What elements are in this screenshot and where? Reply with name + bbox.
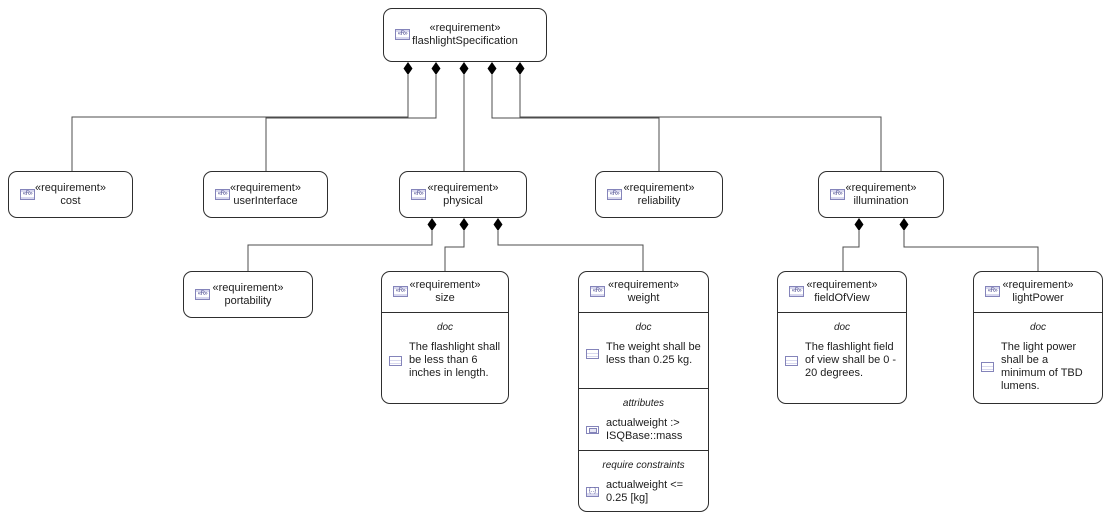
composition-edge-lightpower[interactable] [903, 231, 1039, 271]
stereotype-label: «requirement» [623, 181, 695, 194]
composition-edge-reliability[interactable] [491, 75, 660, 171]
requirement-node-weight[interactable]: «R» «requirement» weight doc The weight … [578, 271, 709, 512]
doc-text: The light power shall be a minimum of TB… [1001, 341, 1083, 392]
composition-diamond-icon [431, 62, 441, 75]
composition-edge-fieldofview[interactable] [842, 231, 860, 271]
doc-compartment: doc The weight shall be less than 0.25 k… [579, 313, 708, 388]
composition-diamond-icon [493, 218, 503, 231]
requirement-node-cost[interactable]: «R» «requirement» cost [8, 171, 133, 218]
stereotype-label: «requirement» [212, 281, 284, 294]
requirement-node-reliability[interactable]: «R» «requirement» reliability [595, 171, 723, 218]
attributes-compartment: attributes actualweight :> ISQBase::mass [579, 388, 708, 450]
requirement-icon: «R» [393, 286, 408, 297]
constraint-icon: {..} [586, 487, 599, 497]
compartment-label: doc [635, 322, 652, 333]
stereotype-label: «requirement» [1002, 279, 1074, 291]
constraint-text: actualweight <= 0.25 [kg] [606, 479, 684, 504]
composition-diamond-icon [487, 62, 497, 75]
doc-icon [389, 355, 402, 366]
composition-diamond-icon [459, 218, 469, 231]
stereotype-label: «requirement» [608, 279, 679, 291]
stereotype-label: «requirement» [427, 181, 499, 194]
node-name: fieldOfView [814, 292, 870, 304]
requirement-icon: «R» [395, 29, 410, 40]
composition-diamond-icon [515, 62, 525, 75]
attribute-icon [586, 426, 599, 434]
compartment-label: doc [1029, 322, 1047, 333]
requirement-node-flashlightspecification[interactable]: «R» «requirement» flashlightSpecificatio… [383, 8, 547, 62]
composition-diamond-icon [459, 62, 469, 75]
composition-edge-userinterface[interactable] [265, 75, 437, 171]
requirement-node-portability[interactable]: «R» «requirement» portability [183, 271, 313, 318]
stereotype-label: «requirement» [409, 279, 481, 291]
requirement-icon: «R» [20, 188, 35, 200]
composition-diamond-icon [854, 218, 864, 231]
doc-text: The flashlight field of view shall be 0 … [805, 341, 897, 379]
stereotype-label: «requirement» [806, 279, 878, 291]
node-name: physical [443, 194, 483, 207]
composition-diamond-icon [427, 218, 437, 231]
attribute-text: actualweight :> ISQBase::mass [606, 417, 683, 442]
requirement-icon: «R» [985, 286, 1000, 297]
composition-edge-cost[interactable] [71, 75, 409, 171]
node-name: reliability [637, 194, 681, 207]
compartment-label: attributes [622, 398, 665, 409]
doc-icon [586, 349, 599, 359]
requirement-node-physical[interactable]: «R» «requirement» physical [399, 171, 527, 218]
require-constraints-compartment: require constraints {..} actualweight <=… [579, 450, 708, 505]
doc-icon [981, 362, 994, 372]
node-name: weight [627, 292, 660, 304]
doc-compartment: doc The flashlight field of view shall b… [778, 313, 906, 380]
requirement-icon: «R» [789, 286, 804, 297]
node-name: cost [60, 194, 81, 207]
doc-compartment: doc The flashlight shall be less than 6 … [382, 313, 508, 380]
requirement-node-fieldofview[interactable]: «R» «requirement» fieldOfView doc The fl… [777, 271, 907, 404]
node-name: flashlightSpecification [412, 35, 518, 47]
compartment-label: doc [436, 322, 454, 333]
node-name: userInterface [233, 194, 298, 207]
requirement-node-illumination[interactable]: «R» «requirement» illumination [818, 171, 944, 218]
compartment-label: require constraints [602, 460, 685, 471]
requirement-icon: «R» [607, 188, 622, 200]
stereotype-label: «requirement» [429, 22, 501, 34]
requirement-node-size[interactable]: «R» «requirement» size doc The flashligh… [381, 271, 509, 404]
requirement-icon: «R» [830, 188, 845, 200]
composition-edge-size[interactable] [444, 231, 465, 271]
requirement-icon: «R» [215, 188, 230, 200]
node-name: illumination [853, 194, 909, 207]
requirement-node-userinterface[interactable]: «R» «requirement» userInterface [203, 171, 328, 218]
doc-text: The weight shall be less than 0.25 kg. [606, 341, 701, 366]
composition-edge-illumination[interactable] [519, 75, 882, 171]
node-name: lightPower [1012, 292, 1064, 304]
composition-diamond-icon [403, 62, 413, 75]
node-name: portability [224, 294, 272, 307]
composition-diamond-icon [899, 218, 909, 231]
requirement-icon: «R» [411, 188, 426, 200]
composition-edge-weight[interactable] [497, 231, 644, 271]
doc-icon [785, 355, 798, 366]
compartment-label: doc [833, 322, 851, 333]
composition-edge-portability[interactable] [247, 231, 433, 271]
stereotype-label: «requirement» [845, 181, 917, 194]
requirement-icon: «R» [590, 286, 605, 297]
doc-text: The flashlight shall be less than 6 inch… [409, 341, 501, 379]
doc-compartment: doc The light power shall be a minimum o… [974, 313, 1102, 393]
stereotype-label: «requirement» [230, 181, 301, 194]
node-name: size [435, 292, 455, 304]
requirement-icon: «R» [195, 288, 210, 300]
stereotype-label: «requirement» [35, 181, 106, 194]
requirement-node-lightpower[interactable]: «R» «requirement» lightPower doc The lig… [973, 271, 1103, 404]
